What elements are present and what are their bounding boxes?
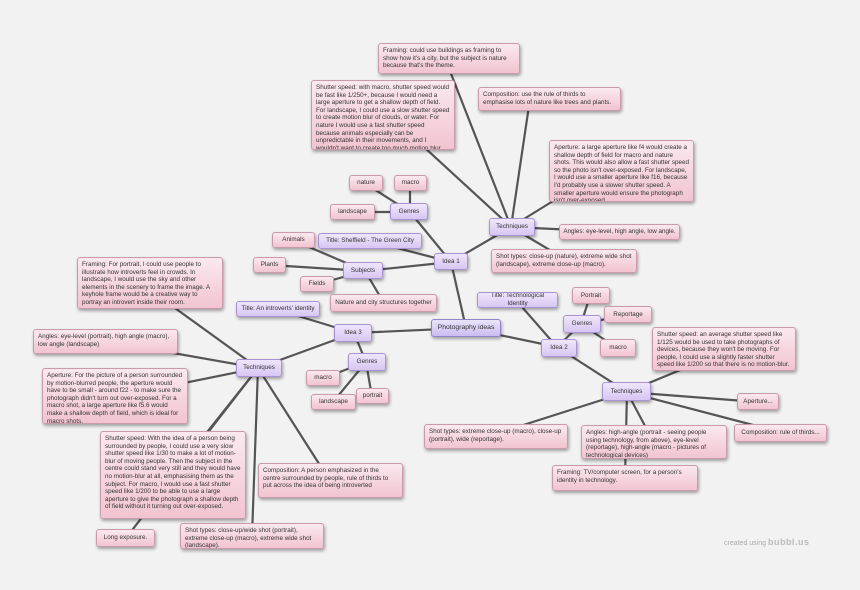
idea1-subject-item[interactable]: Fields [300,276,334,292]
idea3-techniques-node[interactable]: Techniques [236,359,282,377]
idea1-title[interactable]: Title: Sheffield - The Green City [318,233,422,249]
idea3-title[interactable]: Title: An introverts' identity [236,301,320,317]
idea2-shot-types-note[interactable]: Shot types: extreme close-up (macro), cl… [424,424,568,449]
idea1-framing-note[interactable]: Framing: could use buildings as framing … [378,43,520,74]
idea3-composition-note[interactable]: Composition: A person emphasized in the … [258,463,403,498]
idea2-techniques-node[interactable]: Techniques [602,382,651,401]
idea1-shot-types-note[interactable]: Shot types: close-up (nature), extreme w… [491,249,637,273]
idea1-subjects-node[interactable]: Subjects [343,262,383,279]
idea1-subject-item[interactable]: Plants [253,257,286,273]
link [446,65,513,228]
link [509,98,532,228]
idea1-angles-note[interactable]: Angles: eye-level, high angle, low angle… [559,224,680,240]
idea3-node[interactable]: Idea 3 [334,324,372,342]
idea3-angles-note[interactable]: Angles: eye-level (portrait), high angle… [33,329,178,354]
idea3-genre-item[interactable]: landscape [311,394,356,410]
link [250,367,260,537]
idea3-shutter-note[interactable]: Shutter speed: With the idea of a person… [100,431,246,519]
idea3-genre-item[interactable]: portrait [356,388,389,404]
idea1-genre-item[interactable]: macro [394,175,427,191]
idea1-genre-item[interactable]: landscape [330,204,375,220]
idea3-shot-types-note[interactable]: Shot types: close-up/wide shot (portrait… [180,523,324,549]
credit-prefix: created using [724,540,767,547]
idea1-composition-note[interactable]: Composition: use the rule of thirds to e… [478,87,621,111]
idea2-genre-item[interactable]: macro [600,339,636,357]
idea3-aperture-note[interactable]: Aperture: For the picture of a person su… [42,368,188,424]
idea2-composition-note[interactable]: Composition: rule of thirds... [734,424,827,442]
idea3-framing-note[interactable]: Framing: For portrait, I could use peopl… [77,257,223,309]
idea1-subject-item[interactable]: Nature and city structures together [330,294,437,312]
idea2-genre-item[interactable]: Reportage [604,306,652,323]
idea2-aperture-note[interactable]: Aperture... [737,393,779,410]
idea2-shutter-note[interactable]: Shutter speed: an average shutter speed … [652,327,796,371]
idea1-subject-item[interactable]: Animals [272,232,315,248]
idea2-node[interactable]: Idea 2 [541,339,577,357]
link [257,367,331,482]
idea3-genre-item[interactable]: macro [306,370,340,386]
link [449,261,468,329]
idea2-genre-item[interactable]: Portrait [572,287,610,304]
idea1-aperture-note[interactable]: Aperture: a large aperture like f4 would… [549,140,694,202]
credit: created using bubbl.us [724,537,809,547]
root-node[interactable]: Photography ideas [431,319,501,337]
idea1-techniques-node[interactable]: Techniques [489,218,535,236]
idea2-framing-note[interactable]: Framing: TV/computer screen, for a perso… [552,465,698,491]
idea1-shutter-note[interactable]: Shutter speed: with macro, shutter speed… [311,80,455,150]
idea3-long-exposure-note[interactable]: Long exposure. [96,529,155,547]
credit-brand: bubbl.us [767,537,810,547]
idea1-node[interactable]: Idea 1 [434,253,468,270]
idea2-angles-note[interactable]: Angles: high-angle (portrait - seeing pe… [581,425,727,459]
idea2-title[interactable]: Title: Technological Identity [477,292,558,308]
idea2-genres-node[interactable]: Genres [563,315,601,333]
idea1-genres-node[interactable]: Genres [390,203,428,220]
idea3-genres-node[interactable]: Genres [348,353,386,371]
idea1-genre-item[interactable]: nature [349,175,383,191]
